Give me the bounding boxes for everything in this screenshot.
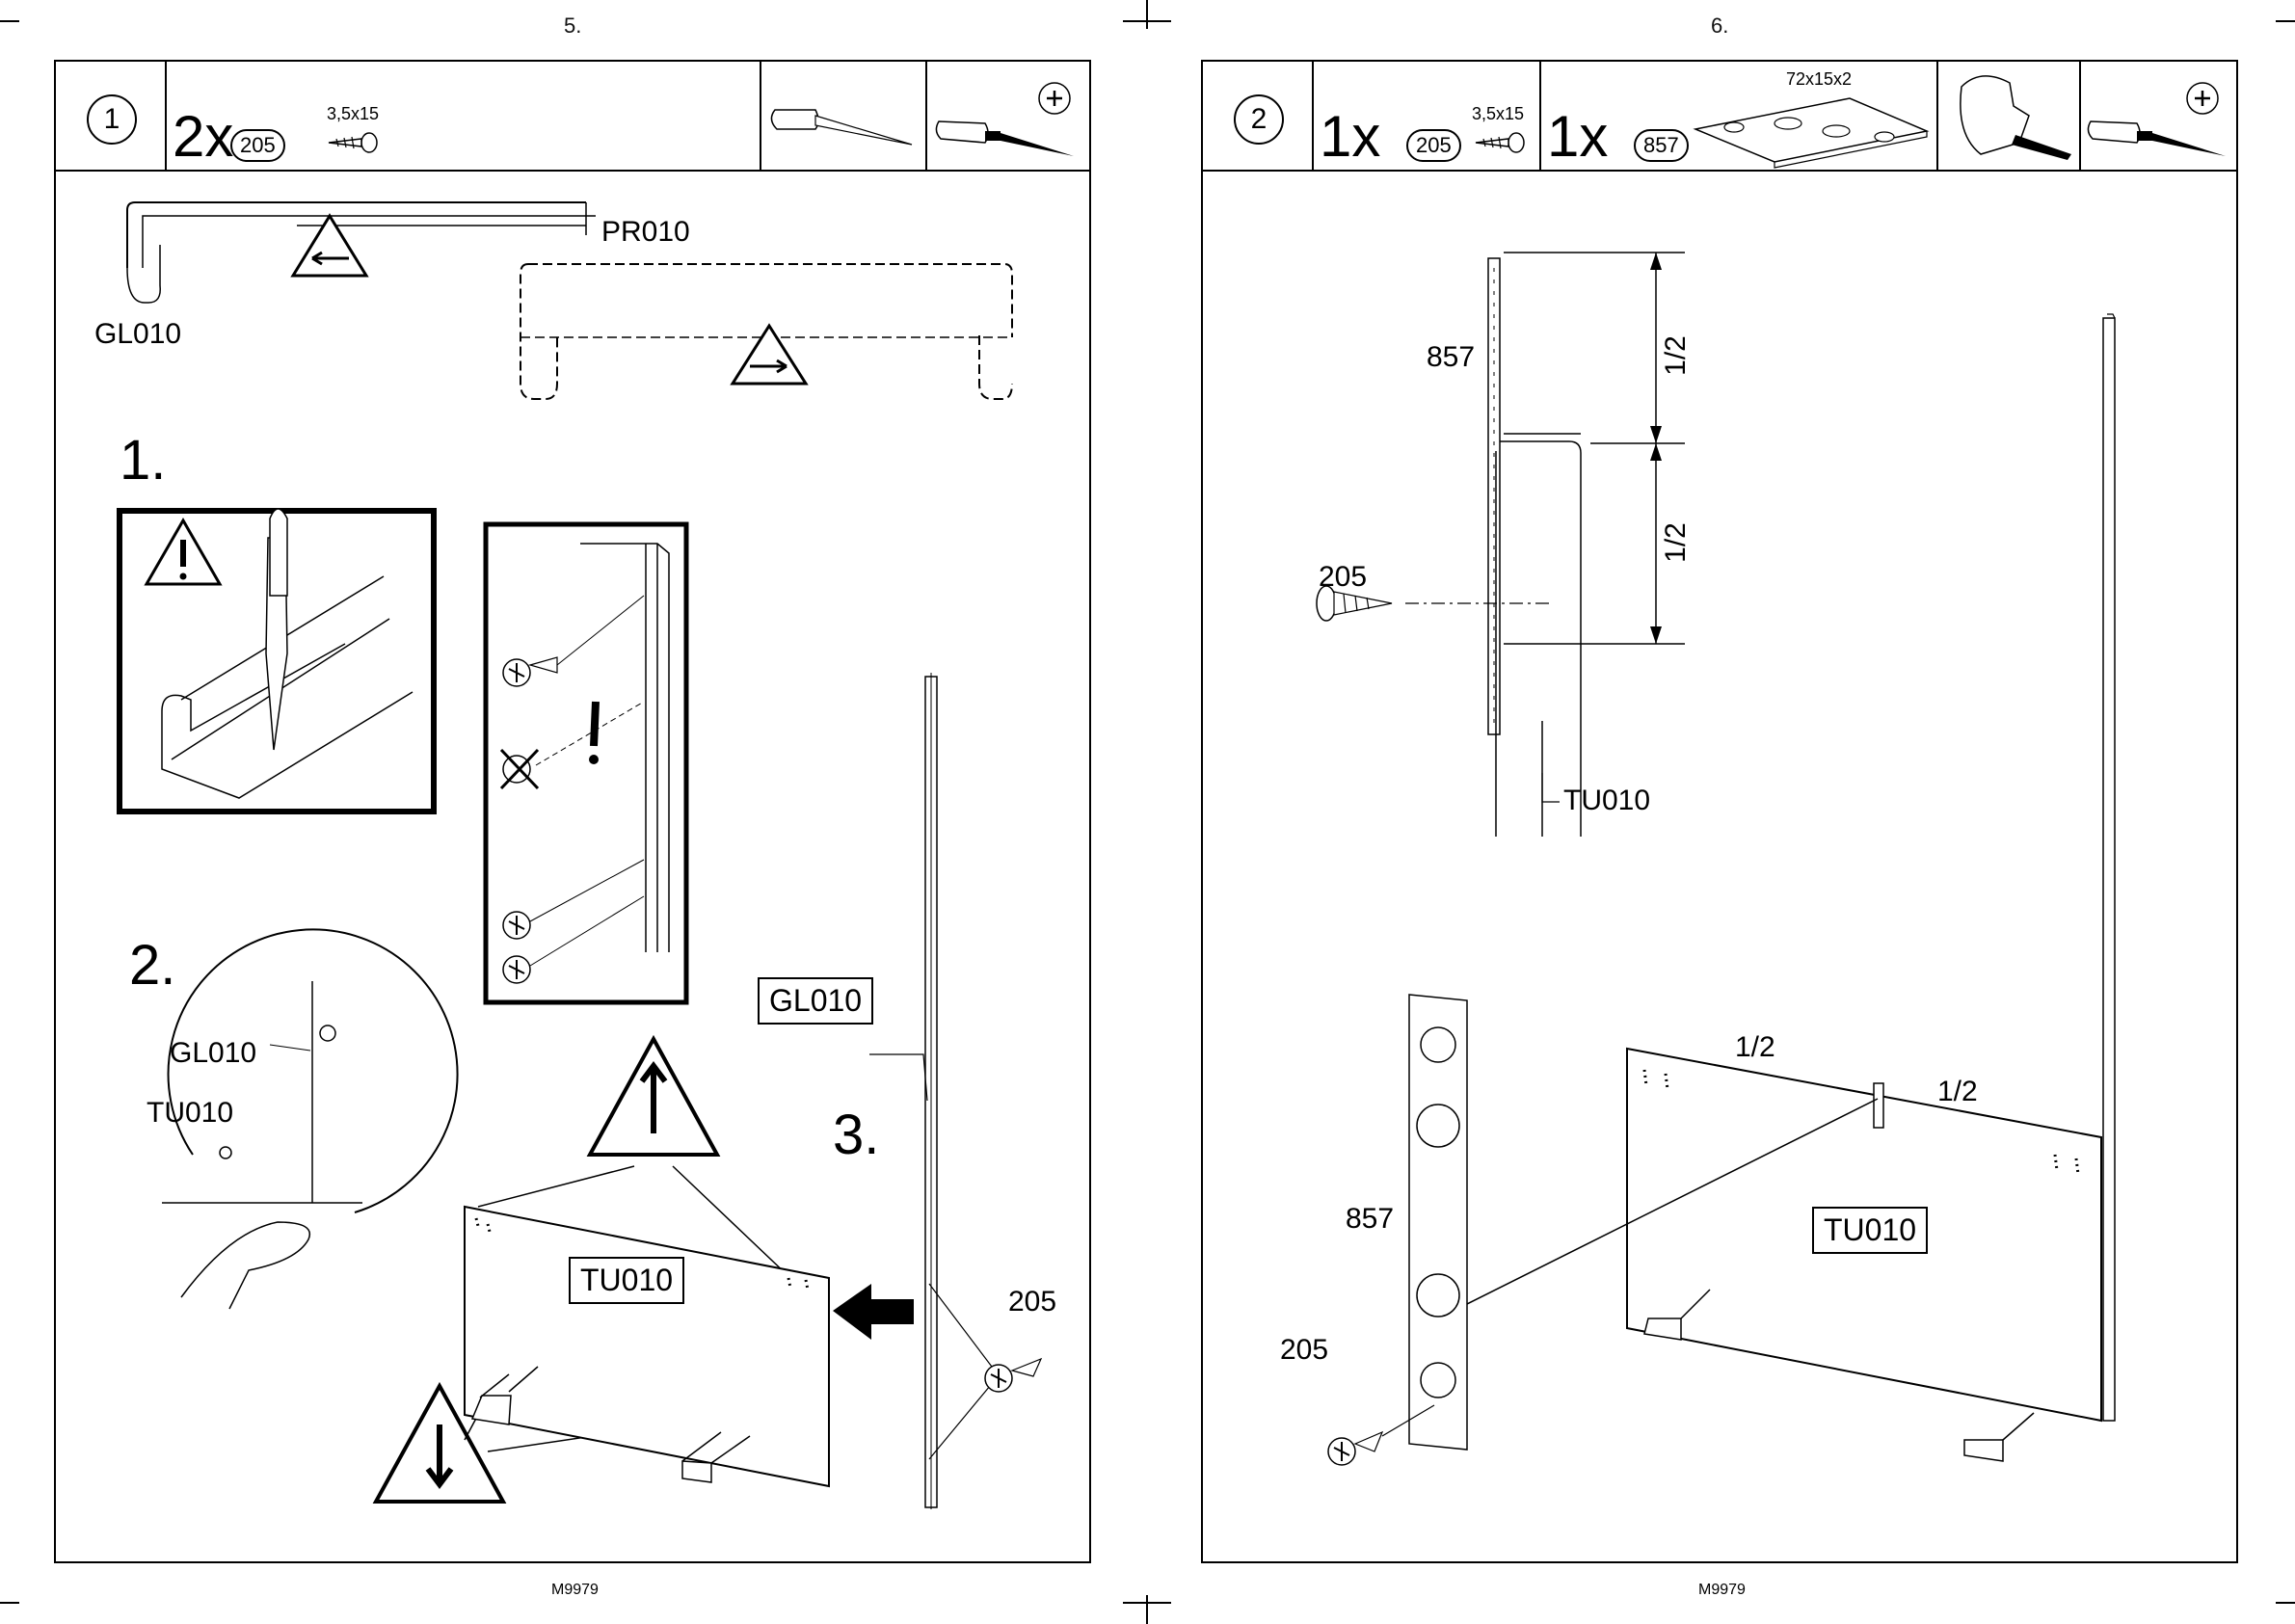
assembly-drawing [56, 172, 1089, 1559]
label-gl010-box: GL010 [758, 977, 873, 1025]
step-number-cell: 1 [56, 62, 167, 170]
footer-code: M9979 [1698, 1582, 1746, 1599]
tool-screwdriver-cell [2081, 62, 2238, 170]
page-number: 5. [564, 13, 581, 39]
screwdriver-icon [2081, 62, 2238, 158]
step-number: 2 [1234, 94, 1284, 145]
label-half-4: 1/2 [1937, 1076, 1978, 1108]
step-header: 1 2x 205 3,5x15 [56, 62, 1089, 172]
step-frame: 1 2x 205 3,5x15 [54, 60, 1091, 1563]
label-screw-205-top: 205 [1319, 561, 1367, 594]
parts-cell: 2x 205 3,5x15 [167, 62, 761, 170]
assembly-drawing [1203, 172, 2236, 1559]
label-tu010-top: TU010 [1563, 785, 1650, 817]
label-pr010: PR010 [601, 216, 690, 249]
label-tu010-box: TU010 [569, 1257, 684, 1304]
screw-size: 3,5x15 [1472, 104, 1524, 124]
screw-glyph-205 [985, 1359, 1041, 1392]
label-screw-205-bottom: 205 [1280, 1334, 1328, 1367]
right-page: 6. 2 1x 205 3,5x15 1x 857 72x15x2 [1147, 0, 2294, 1624]
step-number-cell: 2 [1203, 62, 1314, 170]
label-tu010-circle: TU010 [147, 1097, 233, 1130]
quantity: 2x [173, 108, 233, 166]
screw-icon [327, 129, 385, 158]
step-number: 1 [87, 94, 137, 145]
screw-glyph-3 [503, 956, 530, 983]
label-857-bottom: 857 [1346, 1203, 1394, 1236]
left-page: 5. 1 2x 205 3,5x15 [0, 0, 1147, 1624]
tool-awl-cell [761, 62, 927, 170]
quantity: 1x [1547, 108, 1608, 166]
label-gl010-top: GL010 [94, 318, 181, 351]
label-screw-205: 205 [1008, 1286, 1056, 1318]
part-code-badge: 857 [1634, 129, 1689, 162]
label-half-1: 1/2 [1660, 335, 1693, 376]
parts-cell-1: 1x 205 3,5x15 [1314, 62, 1541, 170]
label-half-3: 1/2 [1735, 1031, 1775, 1064]
page-number: 6. [1711, 13, 1728, 39]
parts-cell-2: 1x 857 72x15x2 [1541, 62, 1938, 170]
step-header: 2 1x 205 3,5x15 1x 857 72x15x2 [1203, 62, 2236, 172]
screw-glyph-2 [503, 912, 530, 939]
screw-glyph-205-bottom [1328, 1432, 1382, 1465]
footer-code: M9979 [551, 1582, 599, 1599]
quantity: 1x [1320, 108, 1380, 166]
label-step3: 3. [833, 1103, 879, 1167]
tool-hammer-cell [1938, 62, 2081, 170]
label-step2: 2. [129, 933, 175, 998]
awl-icon [767, 100, 921, 158]
label-gl010-circle: GL010 [170, 1037, 256, 1070]
part-code-badge: 205 [230, 129, 285, 162]
step-frame: 2 1x 205 3,5x15 1x 857 72x15x2 [1201, 60, 2238, 1563]
label-857-top: 857 [1427, 341, 1475, 374]
plate-size: 72x15x2 [1786, 69, 1852, 90]
screwdriver-icon [927, 62, 1091, 158]
tool-screwdriver-cell [927, 62, 1091, 170]
label-step1: 1. [120, 428, 166, 493]
screw-icon [1474, 129, 1532, 158]
part-code-badge: 205 [1406, 129, 1461, 162]
hammer-icon [1942, 67, 2077, 164]
label-half-2: 1/2 [1660, 522, 1693, 563]
plate-icon [1686, 91, 1936, 168]
label-tu010-box: TU010 [1812, 1207, 1928, 1254]
screw-size: 3,5x15 [327, 104, 379, 124]
